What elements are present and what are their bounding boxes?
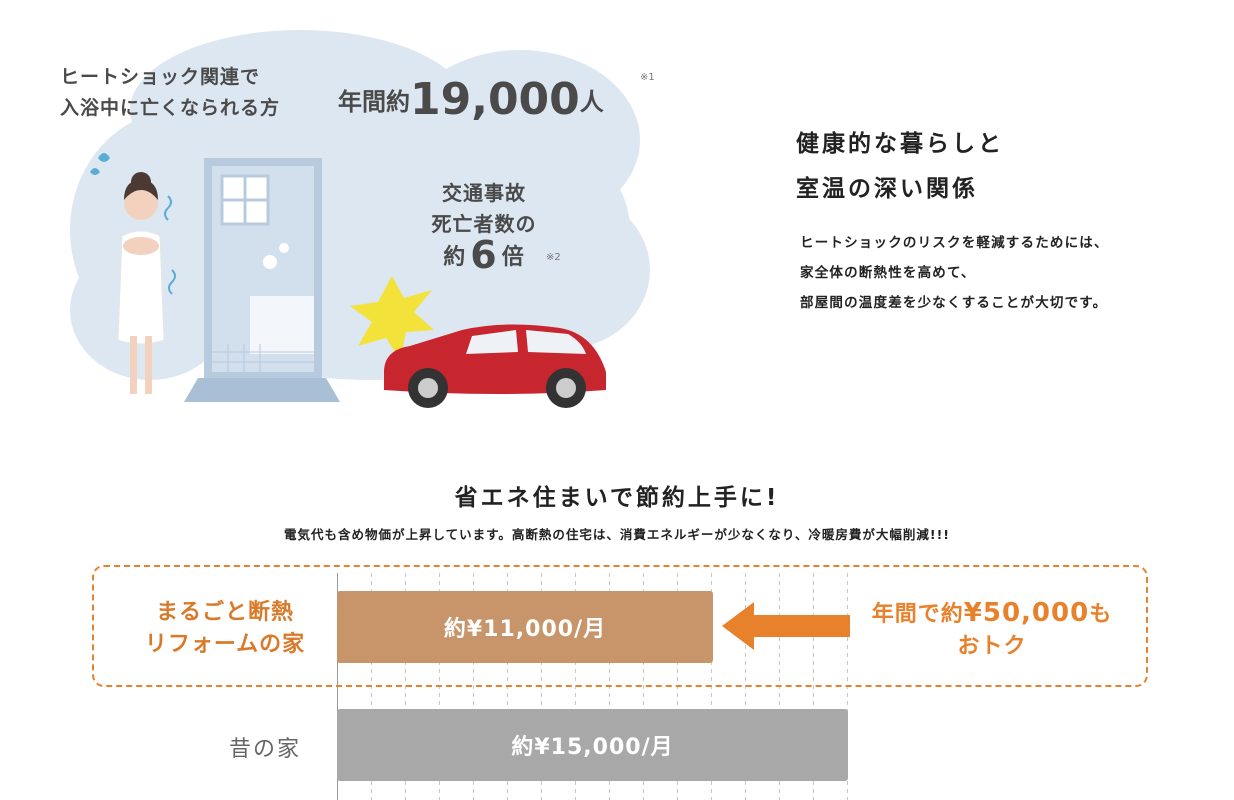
heatshock-count: 年間約19,000人 <box>338 74 604 125</box>
bar-renovated-value: 約¥11,000/月 <box>443 617 607 642</box>
bathroom-door <box>184 158 340 402</box>
savings-title: 省エネ住まいで節約上手に! <box>454 485 780 511</box>
row-label-renovated-line1: まるごと断熱 <box>155 600 294 625</box>
health-body-line3: 部屋間の温度差を少なくすることが大切です。 <box>800 295 1108 311</box>
health-title-line2: 室温の深い関係 <box>796 176 978 202</box>
woman-figure <box>90 153 176 394</box>
bar-old-house: 約¥15,000/月 <box>337 709 848 781</box>
bar-renovated: 約¥11,000/月 <box>337 591 713 663</box>
heatshock-label-line1: ヒートショック関連で <box>60 66 261 88</box>
savings-prefix: 年間で約 <box>871 602 964 627</box>
crash-burst-icon <box>350 276 434 360</box>
health-title-line1: 健康的な暮らしと <box>796 131 1004 157</box>
arrow-left-icon <box>722 602 850 650</box>
heatshock-label-line2: 入浴中に亡くなられる方 <box>60 97 281 119</box>
row-label-renovated-line2: リフォームの家 <box>144 632 306 657</box>
health-title: 健康的な暮らしと 室温の深い関係 <box>796 122 1004 212</box>
annual-savings-line1: 年間で約¥50,000も <box>858 597 1126 631</box>
footnote-2: ※2 <box>546 252 561 263</box>
savings-subtitle: 電気代も含め物価が上昇しています。高断熱の住宅は、消費エネルギーが少なくなり、冷… <box>284 527 950 542</box>
footnote-1: ※1 <box>640 72 655 83</box>
count-unit: 人 <box>579 88 604 116</box>
health-body-line1: ヒートショックのリスクを軽減するためには、 <box>800 235 1109 251</box>
heatshock-label: ヒートショック関連で 入浴中に亡くなられる方 <box>60 62 280 124</box>
row-label-old-house: 昔の家 <box>228 737 301 762</box>
traffic-prefix: 約 <box>443 245 467 270</box>
count-prefix: 年間約 <box>338 88 410 116</box>
bar-old-house-value: 約¥15,000/月 <box>511 735 674 760</box>
car-icon <box>384 324 606 408</box>
health-body: ヒートショックのリスクを軽減するためには、 家全体の断熱性を高めて、 部屋間の温… <box>800 228 1109 318</box>
savings-amount: ¥50,000 <box>963 598 1090 628</box>
annual-savings: 年間で約¥50,000も おトク <box>858 597 1126 663</box>
traffic-suffix: 倍 <box>501 245 525 270</box>
traffic-line2: 死亡者数の <box>431 212 537 236</box>
row-label-renovated: まるごと断熱 リフォームの家 <box>120 597 330 661</box>
savings-suffix: も <box>1089 602 1113 627</box>
traffic-number: 6 <box>470 233 498 277</box>
traffic-line1: 交通事故 <box>442 181 526 205</box>
count-number: 19,000 <box>410 74 580 125</box>
annual-savings-line2: おトク <box>957 634 1027 659</box>
heatshock-illustration <box>70 30 650 408</box>
health-body-line2: 家全体の断熱性を高めて、 <box>800 265 976 281</box>
highlight-dashed-box <box>92 565 1148 687</box>
